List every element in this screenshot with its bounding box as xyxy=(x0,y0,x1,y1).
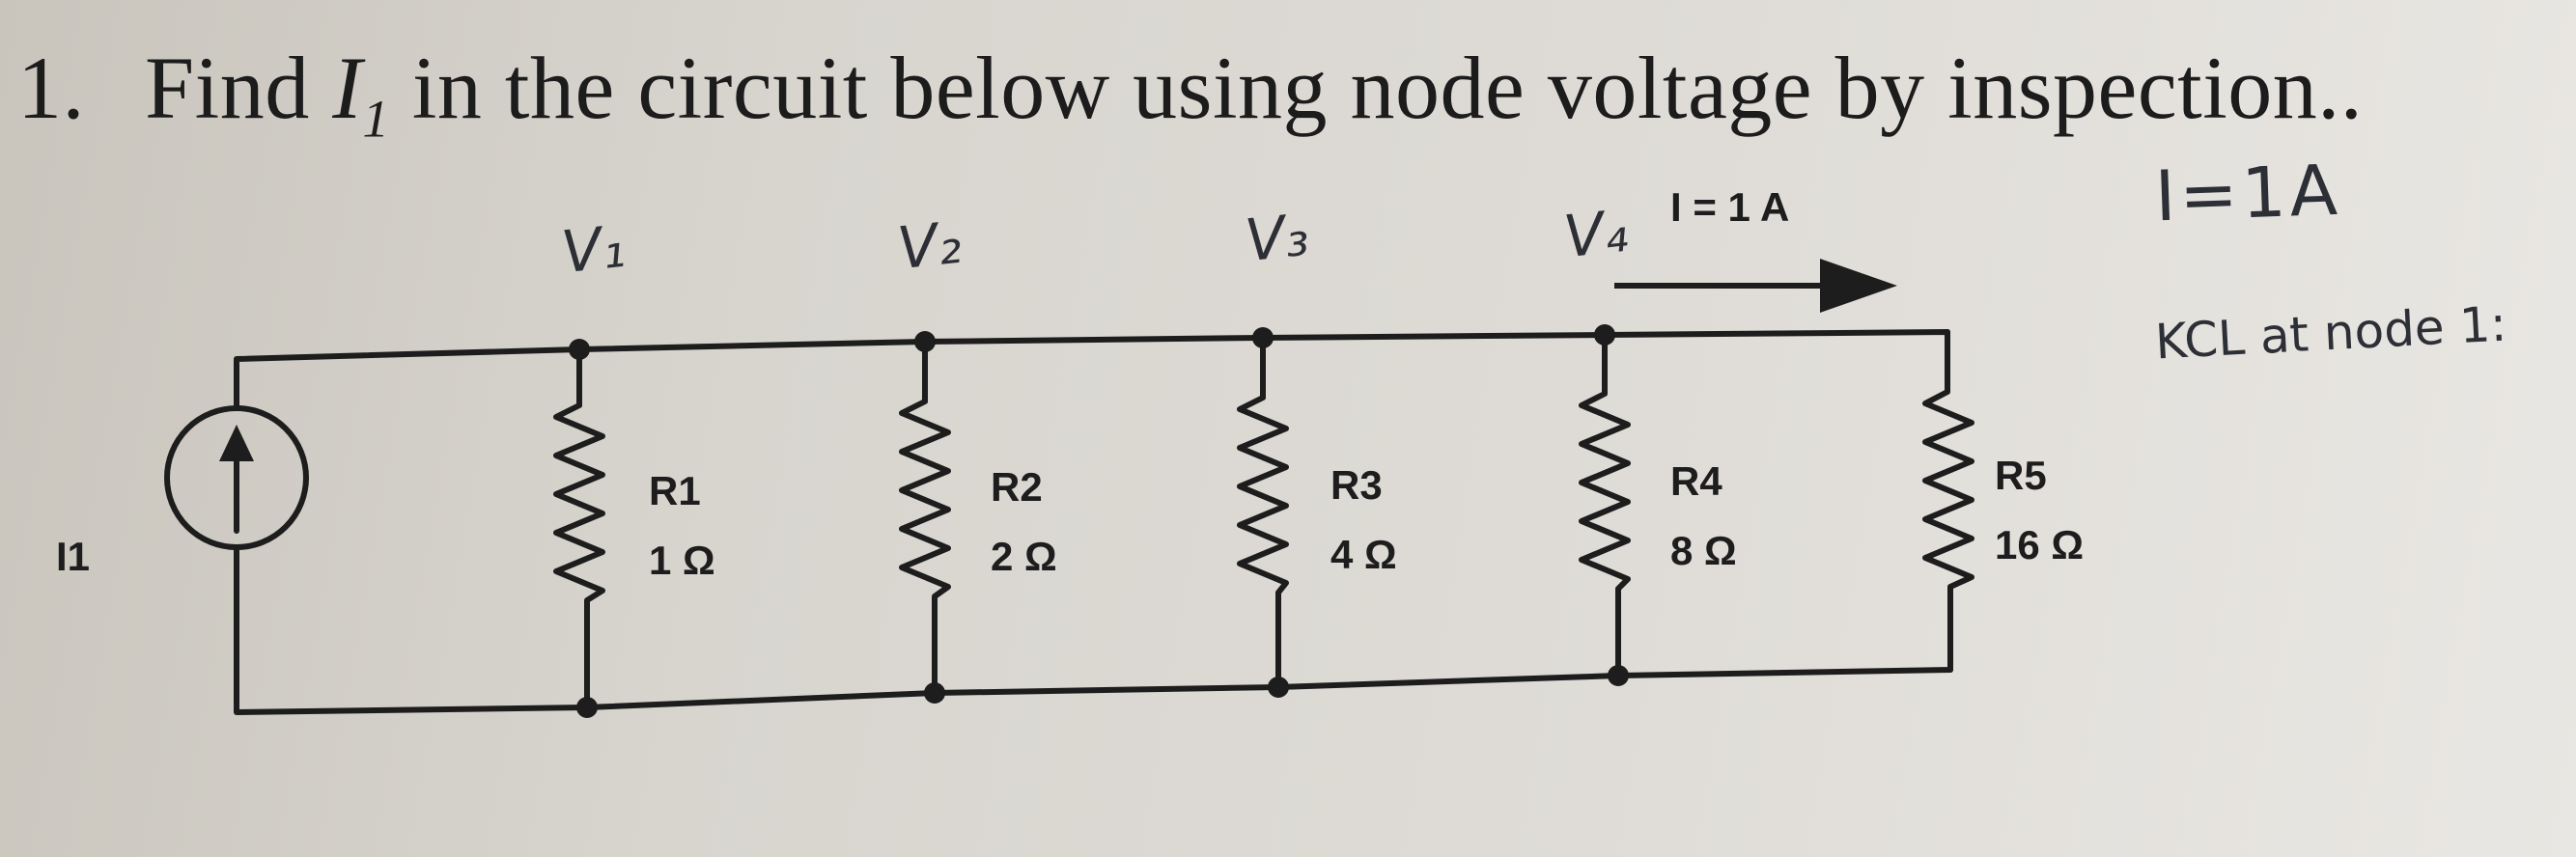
node-dot-top-2 xyxy=(914,331,936,352)
r4-value: 8 Ω xyxy=(1670,528,1737,573)
current-source-circle xyxy=(164,405,309,550)
current-variable-subscript: 1 xyxy=(362,89,390,149)
resistor-r3-zigzag xyxy=(1237,335,1289,690)
resistor-r5-zigzag xyxy=(1922,329,1974,673)
r5-name: R5 xyxy=(1995,453,2047,498)
resistor-r4-zigzag xyxy=(1579,332,1631,678)
r3-value: 4 Ω xyxy=(1330,532,1397,577)
handwritten-node-label-v2: V₂ xyxy=(894,208,965,284)
handwritten-node-label-v4: V₄ xyxy=(1560,197,1631,272)
current-source-arrow-head xyxy=(219,425,254,461)
node-dot-top-4 xyxy=(1594,324,1615,346)
node-dot-top-3 xyxy=(1252,327,1274,348)
handwritten-answer: I=1A xyxy=(2153,149,2343,237)
current-variable: I xyxy=(332,39,363,137)
source-label: I1 xyxy=(56,534,91,579)
node-dot-bottom-2 xyxy=(924,682,945,704)
resistor-r2-zigzag xyxy=(899,339,951,696)
node-dot-top-1 xyxy=(569,339,590,360)
handwritten-node-label-v1: V₁ xyxy=(558,212,629,288)
handwritten-node-label-v3: V₃ xyxy=(1242,201,1312,276)
resistor-r1-zigzag xyxy=(553,346,605,710)
r2-name: R2 xyxy=(991,464,1043,510)
r4-name: R4 xyxy=(1670,458,1722,504)
top-wire xyxy=(234,329,1950,408)
problem-text-after: in the circuit below using node voltage … xyxy=(389,39,2364,137)
problem-statement: 1. Find I1 in the circuit below using nod… xyxy=(17,37,2363,149)
node-dot-bottom-3 xyxy=(1268,677,1289,698)
r1-name: R1 xyxy=(649,468,701,513)
r2-value: 2 Ω xyxy=(991,534,1057,579)
r3-name: R3 xyxy=(1330,462,1383,508)
bottom-wire xyxy=(234,547,1953,715)
node-dot-bottom-4 xyxy=(1608,665,1629,686)
node-dot-bottom-1 xyxy=(576,697,598,718)
r5-value: 16 Ω xyxy=(1995,522,2085,567)
current-direction-arrow-head xyxy=(1820,259,1897,313)
current-arrow-label: I = 1 A xyxy=(1670,184,1790,230)
problem-number: 1. xyxy=(17,39,85,137)
problem-text-before: Find xyxy=(145,39,333,137)
r1-value: 1 Ω xyxy=(649,538,715,583)
